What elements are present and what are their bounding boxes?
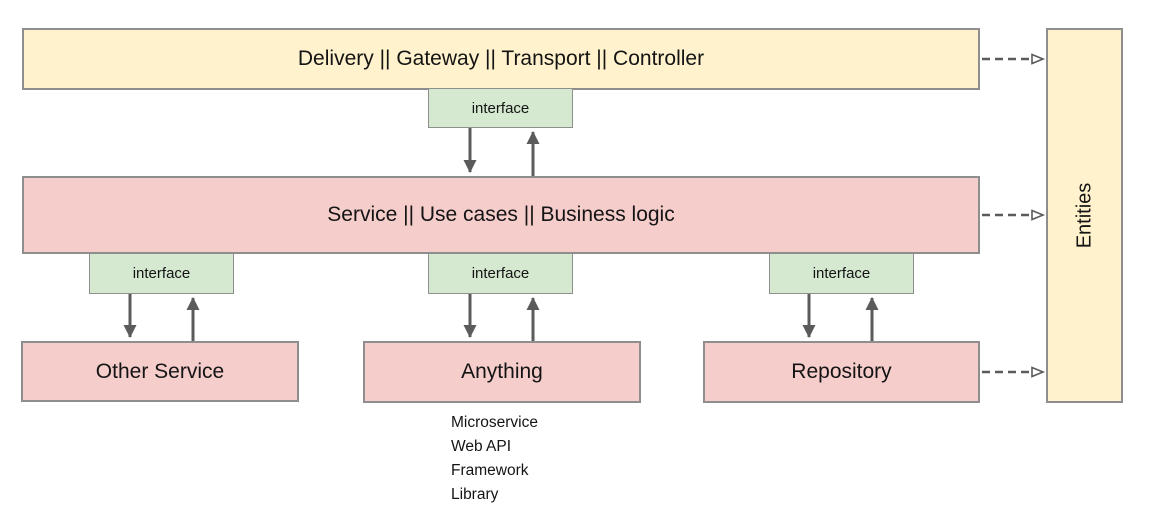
interface-box-top: interface [428, 88, 573, 128]
arrow-service-other-service [123, 294, 200, 341]
anything-label: Anything [461, 360, 543, 383]
arrow-delivery-service [463, 128, 540, 176]
interface-label: interface [812, 265, 871, 282]
delivery-layer-box: Delivery || Gateway || Transport || Cont… [22, 28, 980, 90]
other-service-label: Other Service [95, 359, 225, 383]
interface-label: interface [471, 99, 530, 117]
interface-box-right: interface [769, 253, 914, 294]
entities-label: Entities [1073, 182, 1095, 249]
anything-box: Anything [363, 341, 641, 403]
arrow-service-anything [463, 294, 540, 341]
interface-label: interface [132, 265, 191, 282]
example-item: Web API [451, 438, 512, 455]
anything-examples-list: Microservice Web API Framework Library [451, 411, 538, 507]
example-item: Microservice [451, 414, 538, 431]
arrow-service-repository [802, 294, 879, 341]
service-layer-label: Service || Use cases || Business logic [327, 203, 675, 226]
interface-label: interface [471, 265, 530, 282]
repository-box: Repository [703, 341, 980, 403]
delivery-layer-label: Delivery || Gateway || Transport || Cont… [297, 47, 705, 70]
entities-box: Entities [1046, 28, 1123, 403]
interface-box-middle: interface [428, 253, 573, 294]
example-item: Framework [451, 462, 529, 479]
interface-box-left: interface [89, 253, 234, 294]
example-item: Library [451, 486, 499, 503]
service-layer-box: Service || Use cases || Business logic [22, 176, 980, 254]
other-service-box: Other Service [21, 341, 299, 402]
repository-label: Repository [791, 360, 892, 383]
